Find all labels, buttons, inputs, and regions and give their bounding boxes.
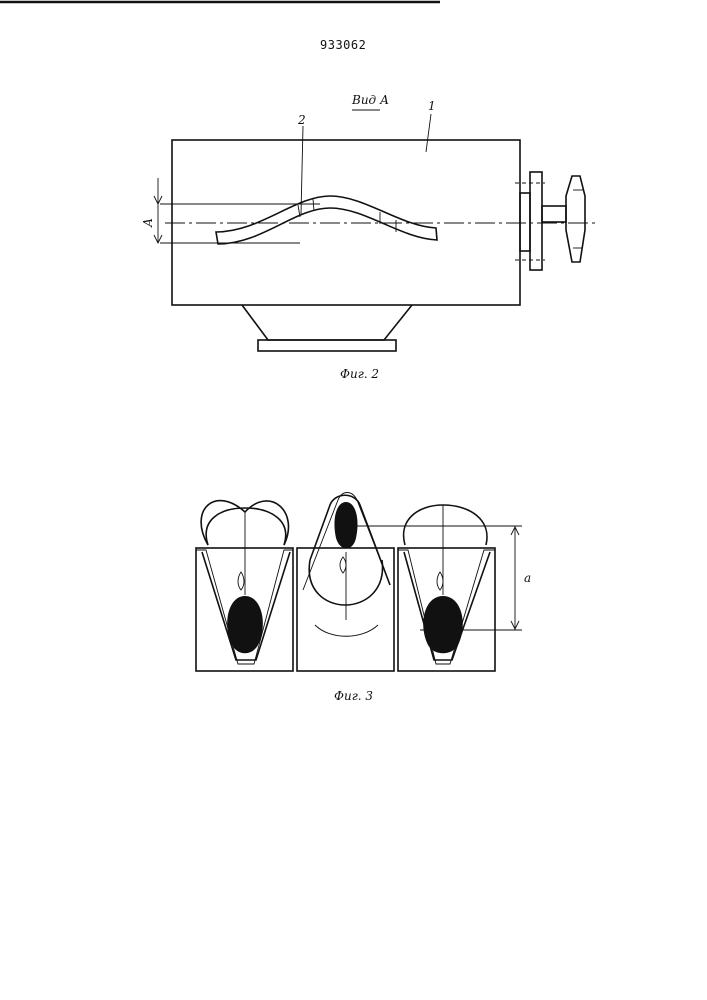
cup-left-drop: [227, 596, 263, 653]
callout-2: 2: [297, 113, 306, 127]
dimension-a-label-fig3: а: [524, 571, 531, 585]
dimension-a-label: А: [141, 218, 155, 228]
flange-plate: [530, 172, 542, 270]
cup-middle-twist: [340, 557, 346, 573]
drive-coupling: [520, 193, 530, 251]
hopper-base-plate: [258, 340, 396, 351]
cup-right-twist: [437, 572, 443, 590]
figure-2: Вид А 2 1: [141, 93, 595, 381]
cup-left-twist: [238, 572, 244, 590]
drive-shaft: [542, 206, 566, 222]
cup-middle-frame: [297, 548, 394, 671]
cup-left-bulb-outline: [206, 508, 285, 545]
callout-1-leader: [426, 114, 431, 152]
cup-middle-bottom-curve: [315, 625, 378, 636]
cup-middle: [297, 493, 394, 672]
cup-right-bulb-outline: [404, 505, 487, 545]
hopper-outlet: [242, 305, 412, 340]
housing-body: [172, 140, 520, 305]
handwheel: [566, 176, 585, 262]
cup-middle-drop: [334, 502, 357, 549]
wavy-slot: [216, 196, 437, 244]
figure-3-caption: Фиг. 3: [334, 689, 373, 703]
view-label: Вид А: [351, 93, 389, 107]
cup-right: [398, 505, 495, 671]
cup-left: [196, 501, 293, 671]
figure-3: а Фиг. 3: [196, 493, 531, 704]
cup-right-drop: [423, 596, 463, 653]
callout-1: 1: [428, 99, 436, 113]
figure-2-caption: Фиг. 2: [340, 367, 379, 381]
slot-segment-2: [313, 199, 314, 211]
